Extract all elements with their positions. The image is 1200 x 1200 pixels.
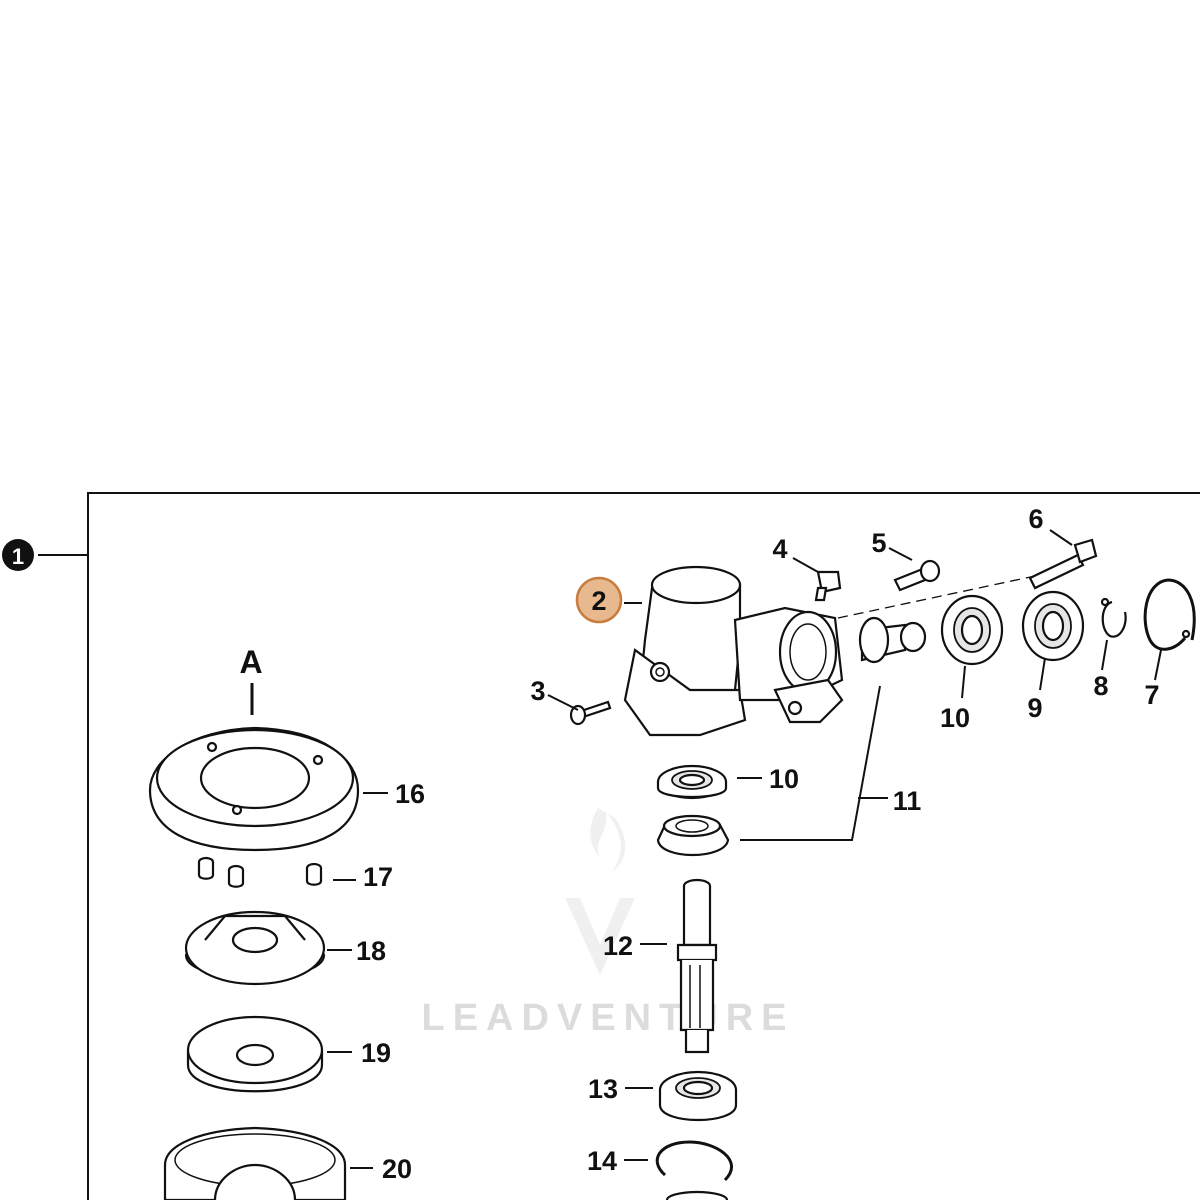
snap-ring-8[interactable]	[1100, 597, 1127, 638]
callout-17[interactable]: 17	[363, 862, 393, 892]
thrust-plate-18[interactable]	[184, 910, 326, 986]
protective-cup-20[interactable]	[163, 1126, 347, 1200]
assembly-axis-line	[837, 575, 1036, 619]
circlip-7[interactable]	[1143, 578, 1196, 651]
highlighted-part-badge-ring	[575, 576, 623, 624]
bearing-10-lower[interactable]	[656, 764, 728, 800]
bearing-10-right[interactable]	[940, 594, 1004, 666]
callout-16[interactable]: 16	[395, 779, 425, 809]
callout-6[interactable]: 6	[1028, 504, 1043, 534]
bolt-6[interactable]	[1028, 538, 1098, 590]
gear-housing[interactable]	[623, 565, 844, 737]
callout-14[interactable]: 14	[587, 1146, 617, 1176]
snap-ring-14[interactable]	[655, 1140, 733, 1182]
bolt-4[interactable]	[814, 570, 842, 602]
callout-10-lower[interactable]: 10	[769, 764, 799, 794]
bearing-9[interactable]	[1021, 590, 1085, 662]
callout-3[interactable]: 3	[530, 676, 545, 706]
thrust-washer-19[interactable]	[186, 1015, 324, 1093]
callout-2: 2	[591, 586, 606, 616]
callout-4[interactable]: 4	[772, 534, 787, 564]
bolt-3[interactable]	[569, 700, 612, 726]
callout-8[interactable]: 8	[1093, 671, 1108, 701]
highlighted-part-badge[interactable]	[577, 578, 621, 622]
drive-shaft[interactable]	[676, 878, 718, 1054]
callout-leaders	[250, 529, 1162, 1169]
screws-17[interactable]	[197, 856, 323, 888]
cover-plate-16[interactable]	[148, 726, 360, 852]
callout-11[interactable]: 11	[893, 786, 922, 816]
callout-5[interactable]: 5	[871, 528, 886, 558]
callout-9[interactable]: 9	[1027, 693, 1042, 723]
assembly-marker-number: 1	[12, 544, 24, 569]
assembly-frame	[87, 492, 1200, 1200]
callout-13[interactable]: 13	[588, 1074, 618, 1104]
bearing-13[interactable]	[658, 1070, 738, 1121]
bevel-gear-lower[interactable]	[656, 814, 730, 856]
callout-10-right[interactable]: 10	[940, 703, 970, 733]
screw-5[interactable]	[893, 559, 941, 592]
lower-part-edge	[665, 1190, 729, 1200]
bevel-gear-upper[interactable]	[858, 616, 927, 664]
watermark-logo	[565, 808, 635, 975]
callout-20[interactable]: 20	[382, 1154, 412, 1184]
watermark-text: LEADVENTURE	[421, 997, 794, 1039]
callout-7[interactable]: 7	[1144, 680, 1159, 710]
callout-12[interactable]: 12	[603, 931, 633, 961]
callout-18[interactable]: 18	[356, 936, 386, 966]
view-letter: A	[239, 644, 262, 680]
callout-19[interactable]: 19	[361, 1038, 391, 1068]
assembly-marker-badge[interactable]	[2, 539, 34, 571]
